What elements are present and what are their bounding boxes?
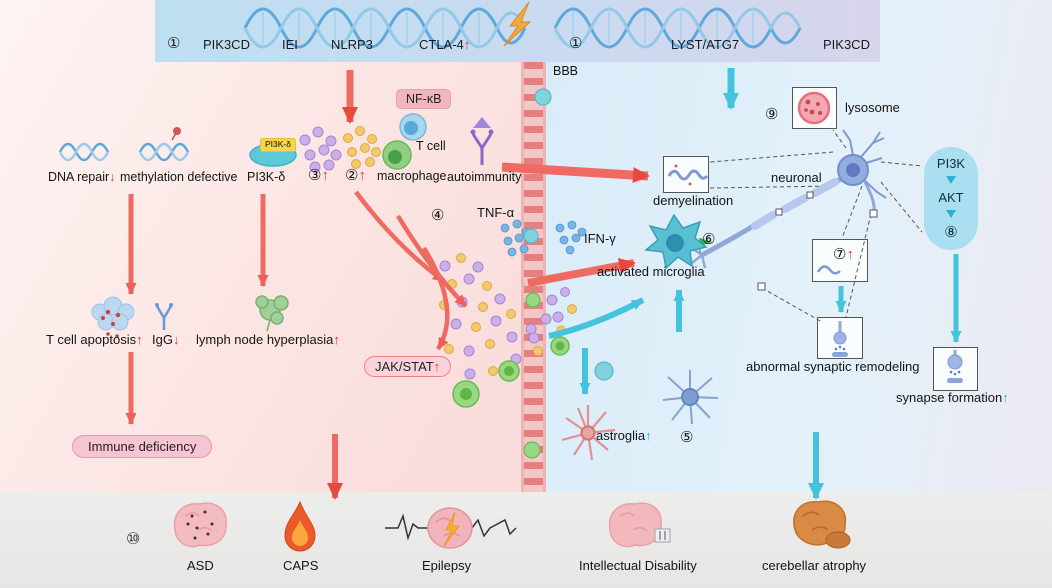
circle-2-label: ②↑: [345, 167, 366, 184]
intellectual-disability-label: Intellectual Disability: [579, 558, 697, 573]
circle-6-label: ⑥: [702, 231, 716, 248]
demyelination-box: [663, 156, 709, 193]
banner-gene-lyst-atg7: LYST/ATG7: [671, 37, 740, 52]
banner-gene-pik3cd-right: PIK3CD: [823, 37, 870, 52]
circle-7-label: ⑦↑: [833, 246, 854, 263]
banner-gene-nlrp3: NLRP3: [331, 37, 373, 52]
immune-deficiency-pill: Immune deficiency: [72, 435, 213, 458]
pi3k-delta-tag: PI3K-δ: [260, 138, 296, 152]
dna-helix-icon: [243, 1, 802, 49]
synapse-remodeling-icon: [832, 321, 848, 357]
up-arrow-glyph: ↑: [1002, 390, 1009, 405]
green-cells: [452, 292, 570, 459]
intellectual-disability-brain-icon: [608, 502, 671, 548]
pi3k-label: PI3K: [936, 156, 966, 171]
asd-label: ASD: [187, 558, 214, 573]
up-arrow-glyph: ↑: [321, 167, 329, 184]
up-arrow-glyph: ↑: [463, 37, 471, 52]
caps-label: CAPS: [283, 558, 319, 573]
dna-repair-label: DNA repair↓: [48, 170, 116, 184]
tnf-alpha-label: TNF-α: [477, 205, 515, 220]
up-arrow-glyph: ↑: [136, 332, 143, 347]
lysosome-label: lysosome: [845, 100, 900, 115]
up-arrow-glyph: ↑: [846, 246, 854, 263]
abnormal-synaptic-label: abnormal synaptic remodeling: [746, 359, 920, 374]
cytokine-cluster-yellow: [343, 126, 381, 169]
astroglia-icon: [561, 405, 616, 461]
pi3k-delta-label: PI3K-δ: [247, 170, 286, 184]
banner-circle-1-left: ①: [167, 35, 181, 52]
cerebellar-atrophy-brain-icon: [793, 500, 851, 549]
down-arrow-icon: [946, 209, 956, 218]
macrophage-label: macrophage: [377, 169, 447, 183]
down-arrow-glyph: ↓: [109, 170, 116, 184]
up-arrow-glyph: ↑: [333, 332, 340, 347]
lymph-hyperplasia-label: lymph node hyperplasia↑: [196, 332, 340, 347]
t-cell-label: T cell: [416, 139, 446, 153]
autoimmunity-label: autoimmunity: [447, 170, 522, 184]
cyan-arrows: [548, 68, 962, 500]
neuron-icon: [689, 129, 887, 291]
up-arrow-glyph: ↑: [645, 428, 652, 443]
jak-stat-pill: JAK/STAT↑: [364, 356, 452, 377]
methylation-label: methylation defective: [120, 170, 238, 184]
banner-circle-1-right: ①: [569, 35, 583, 52]
cytokine-cluster-purple: [299, 126, 342, 173]
up-arrow-glyph: ↑: [358, 167, 366, 184]
t-cell-icon: [399, 113, 427, 141]
banner-gene-iei: IEI: [282, 37, 298, 52]
dna-repair-icon: [58, 142, 110, 162]
circle-5-label: ⑤: [680, 429, 694, 446]
igg-antibody-icon: [155, 303, 173, 330]
lysosome-icon: [797, 91, 831, 125]
caps-fire-icon: [284, 500, 316, 552]
cerebellar-atrophy-label: cerebellar atrophy: [762, 558, 867, 573]
banner-gene-ctla4: CTLA-4↑: [419, 37, 471, 52]
circle-3-label: ③↑: [308, 167, 329, 184]
circle-10-label: ⑩: [126, 531, 141, 548]
lymph-node-icon: [255, 295, 289, 332]
demyelination-label: demyelination: [653, 193, 734, 208]
down-arrow-icon: [946, 176, 956, 185]
scattered-cytokines: [439, 253, 577, 380]
synapse-formation-label: synapse formation↑: [896, 390, 1009, 405]
glial-cell-icon: [662, 370, 719, 425]
asd-brain-icon: [173, 502, 227, 548]
demyelinated-axon-icon: [667, 164, 709, 186]
macrophage-icon: [382, 140, 412, 170]
activated-microglia-label: activated microglia: [597, 264, 705, 279]
circle-9-label: ⑨: [765, 106, 779, 123]
t-cell-apoptosis-icon: [91, 296, 135, 338]
antibody-icon: [470, 117, 494, 165]
akt-label: AKT: [938, 189, 964, 205]
red-arrows: [125, 70, 650, 500]
up-arrow-glyph: ↑: [433, 359, 441, 374]
circle-8: ⑧: [944, 224, 958, 241]
igg-label: IgG↓: [152, 332, 180, 347]
activated-microglia-icon: [644, 213, 708, 270]
epilepsy-label: Epilepsy: [422, 558, 472, 573]
teal-cells: [523, 88, 614, 381]
astroglia-label: astroglia↑: [596, 428, 652, 443]
down-arrow-glyph: ↓: [172, 332, 180, 347]
lightning-icon: [503, 1, 532, 47]
nfkb-pill: NF-κB: [396, 89, 452, 109]
neuronal-label: neuronal: [771, 170, 822, 185]
ifn-gamma-label: IFN-γ: [584, 231, 616, 246]
epilepsy-icon: [385, 507, 517, 549]
pi3k-akt-panel: PI3K AKT ⑧: [924, 147, 978, 250]
banner-gene-pik3cd-left: PIK3CD: [203, 37, 250, 52]
t-cell-apoptosis-label: T cell apoptosis↑: [46, 332, 143, 347]
synaptic-pruning-box: [812, 239, 868, 282]
circle-4-label: ④: [431, 207, 445, 224]
bbb-label: BBB: [553, 64, 579, 78]
disease-strip-background: [0, 492, 1052, 588]
gene-banner: ① PIK3CD IEI NLRP3 CTLA-4↑ ① LYST/ATG7 P…: [155, 0, 880, 62]
ifn-gamma-dots: [555, 220, 587, 255]
pruned-synapse-icon: [816, 265, 841, 275]
dashed-connectors: [709, 129, 923, 323]
synapse-formation-icon: [947, 350, 963, 383]
methylation-defective-icon: [138, 127, 190, 162]
